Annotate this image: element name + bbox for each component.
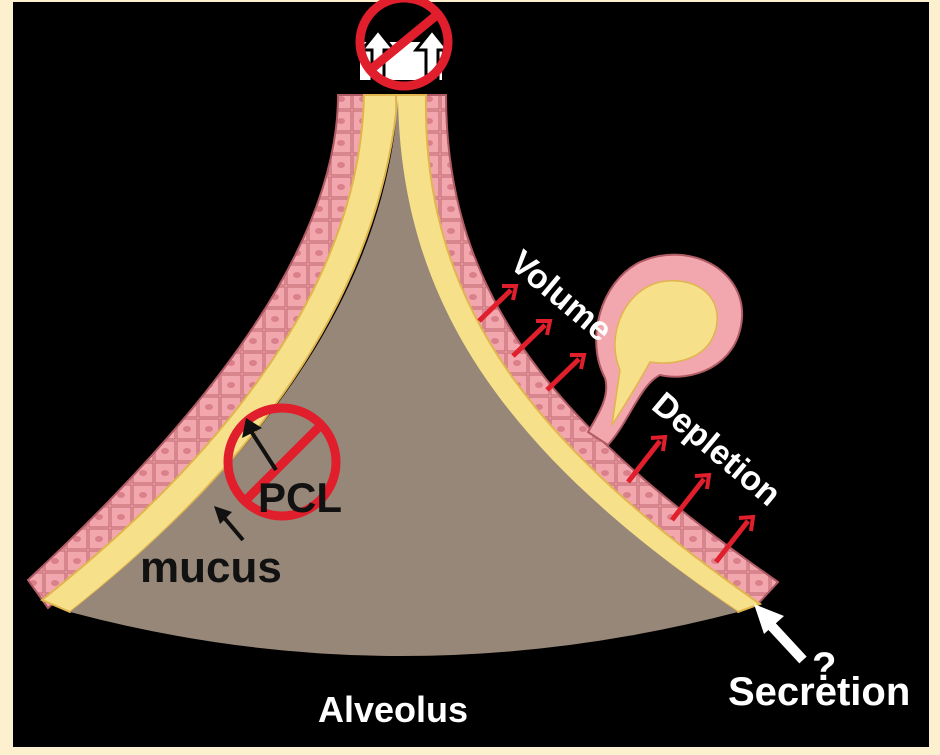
question-mark: ? xyxy=(812,645,836,689)
mucus-label: mucus xyxy=(140,543,282,592)
alveolus-label: Alveolus xyxy=(318,689,468,730)
pcl-label: PCL xyxy=(258,474,342,521)
